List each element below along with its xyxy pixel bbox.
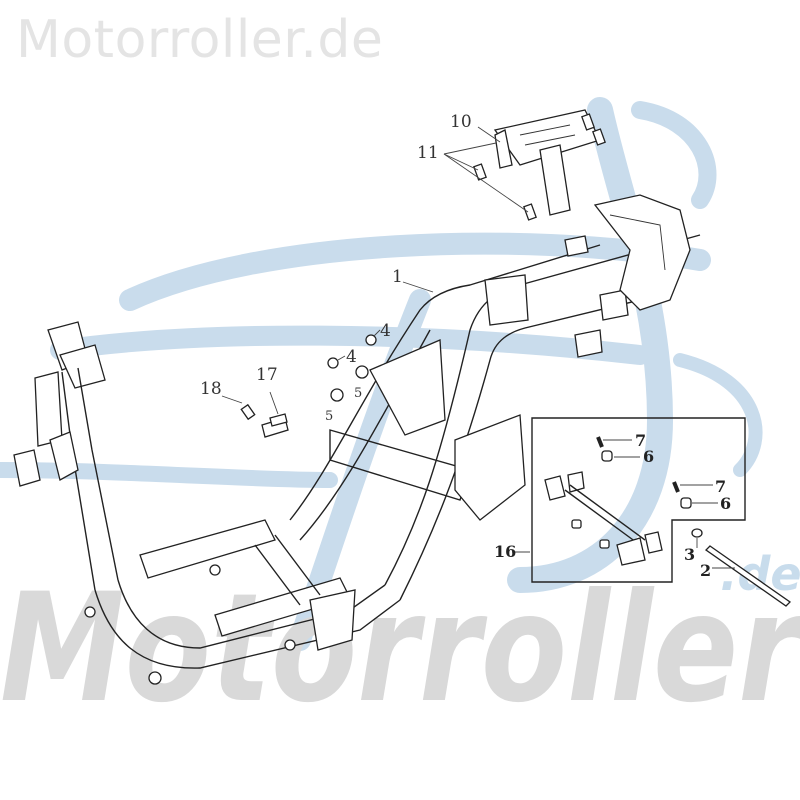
part-11-bolts bbox=[473, 113, 606, 221]
callout-17: 17 bbox=[256, 365, 278, 385]
part-4-5-fasteners bbox=[327, 334, 377, 402]
part-2-3-rod bbox=[691, 528, 792, 607]
brand-title: Motorroller.de bbox=[16, 10, 384, 70]
part-16-kit-box bbox=[531, 417, 746, 583]
callout-4b: 4 bbox=[380, 321, 391, 341]
callout-leaders bbox=[221, 126, 530, 553]
callout-10: 10 bbox=[450, 112, 472, 132]
part-17-18 bbox=[240, 403, 289, 438]
callout-4a: 4 bbox=[346, 347, 357, 367]
callout-6a: 6 bbox=[643, 447, 654, 466]
callout-18: 18 bbox=[200, 379, 222, 399]
svg-text:Motorroller: Motorroller bbox=[0, 562, 800, 736]
callout-1: 1 bbox=[392, 267, 403, 287]
callout-5a: 5 bbox=[325, 409, 333, 424]
callout-2: 2 bbox=[700, 561, 711, 580]
callout-6b: 6 bbox=[720, 494, 731, 513]
callout-16: 16 bbox=[494, 542, 516, 561]
svg-text:.de: .de bbox=[720, 547, 800, 601]
callout-7a: 7 bbox=[635, 431, 646, 450]
callout-labels: 1 2 3 4 4 5 5 6 6 7 7 10 11 16 17 18 bbox=[200, 112, 731, 580]
watermark-text: Motorroller .de bbox=[0, 547, 800, 736]
callout-3: 3 bbox=[684, 545, 695, 564]
callout-5b: 5 bbox=[354, 386, 362, 401]
callout-7b: 7 bbox=[715, 477, 726, 496]
part-10-bracket bbox=[493, 109, 601, 216]
callout-11: 11 bbox=[417, 143, 439, 163]
frame-main bbox=[13, 194, 701, 685]
